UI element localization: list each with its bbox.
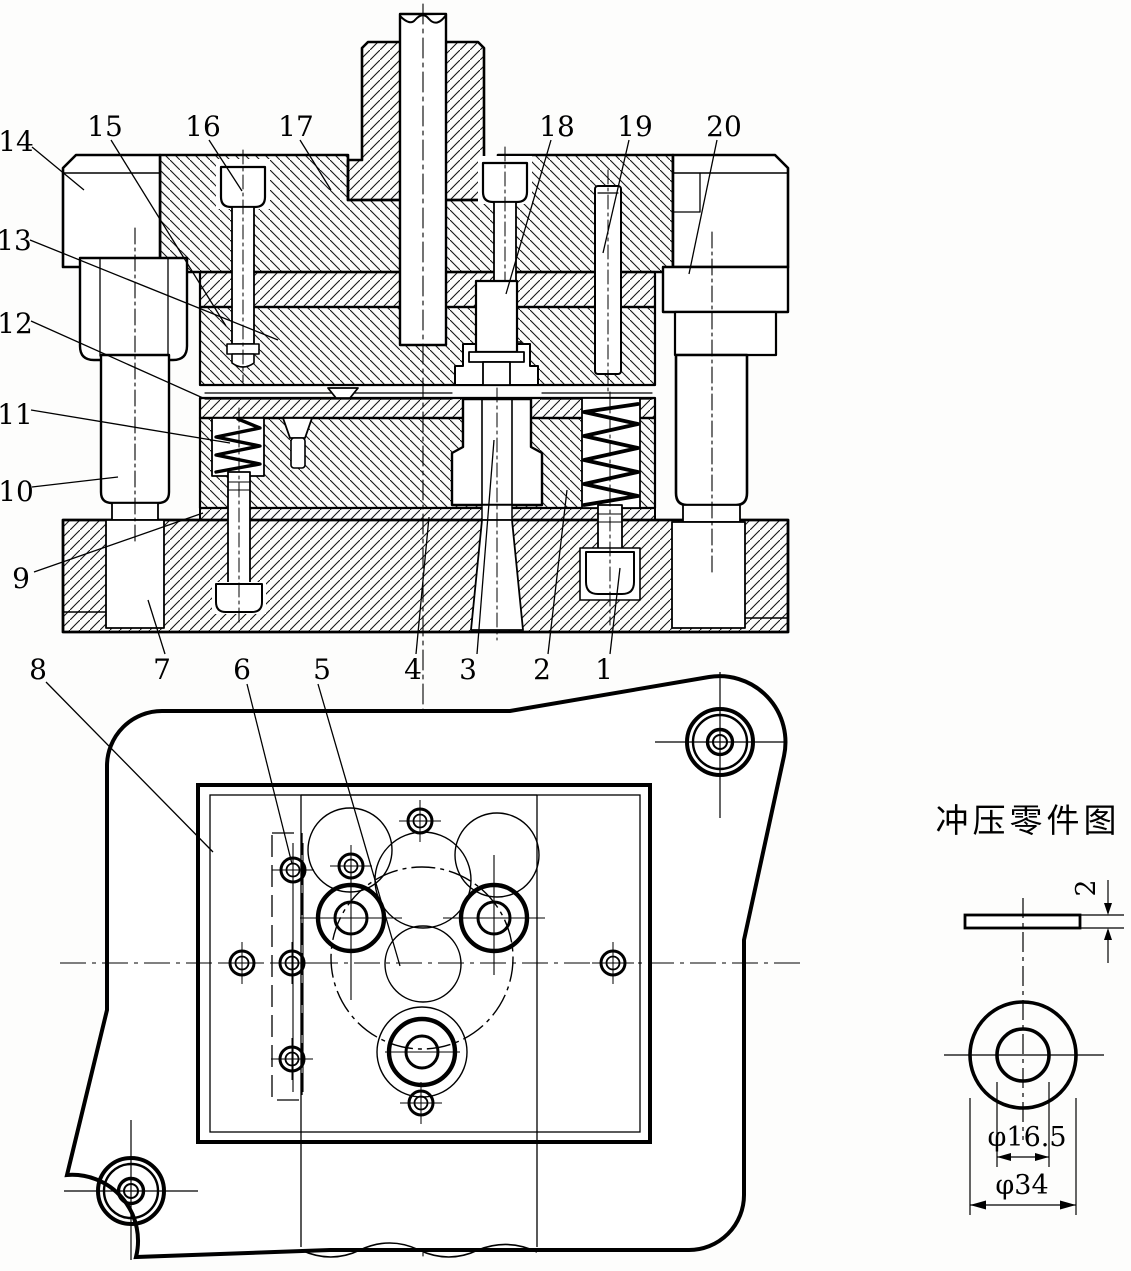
callout-20: 20 [706, 110, 742, 143]
spring-right-assembly [579, 391, 641, 626]
part-front-view [944, 898, 1104, 1215]
callout-2: 2 [533, 653, 551, 686]
guide-post-left [99, 227, 171, 629]
dowel-pin [594, 169, 622, 393]
right-clamp-block [671, 153, 790, 269]
screw-hole [330, 845, 372, 887]
callout-6: 6 [233, 653, 251, 686]
part-drawing: 冲压零件图 2 [936, 801, 1124, 1215]
callout-3: 3 [459, 653, 477, 686]
leader-line-7 [147, 599, 166, 655]
callout-18: 18 [539, 110, 575, 143]
stop-pin [282, 417, 313, 469]
screw-hole [271, 1038, 313, 1080]
leader-line-2 [547, 489, 568, 655]
callout-15: 15 [87, 110, 123, 143]
blank-outline-circle [330, 866, 514, 1050]
piercing-punch [468, 279, 525, 386]
callout-12: 12 [0, 307, 33, 340]
lower-shoe-outline [64, 674, 788, 1260]
leader-line-16 [208, 139, 243, 192]
leader-line-12 [30, 320, 204, 399]
station-circle-right [454, 812, 540, 898]
leader-line-9 [33, 512, 204, 573]
dim-thickness: 2 [1071, 879, 1102, 896]
leader-line-3 [476, 439, 495, 655]
leader-line-1 [609, 567, 621, 655]
dim-outer-diameter: φ34 [995, 1170, 1048, 1201]
left-clamp-block [61, 153, 162, 269]
leader-line-18 [505, 139, 552, 295]
die-opening-bottom [376, 1006, 468, 1098]
screw-hole [399, 800, 441, 842]
callout-19: 19 [617, 110, 653, 143]
leader-line-13 [29, 239, 279, 341]
callout-16: 16 [185, 110, 221, 143]
callout-11: 11 [0, 398, 33, 431]
callout-13: 13 [0, 224, 32, 257]
guide-post-right [671, 231, 749, 629]
compound-punch-die [450, 387, 544, 641]
die-plate [198, 416, 657, 510]
pilot-circle-center [384, 925, 462, 1003]
leader-line-15 [110, 139, 227, 327]
callout-1: 1 [595, 653, 613, 686]
guide-post-hole-bottom-left [64, 1120, 198, 1260]
leader-line-19 [602, 139, 630, 254]
callout-9: 9 [12, 562, 30, 595]
die-opening-right [443, 855, 545, 975]
leader-line-20 [688, 139, 718, 275]
station-circle-left [307, 807, 393, 893]
callout-10: 10 [0, 475, 34, 508]
leader-line-8 [45, 681, 214, 853]
leader-line-4 [415, 516, 430, 655]
guide-bushing-left [78, 256, 189, 362]
spring-left [214, 417, 262, 474]
lower-backing-plate [199, 507, 656, 521]
callout-17: 17 [278, 110, 314, 143]
section-view [61, 3, 790, 1257]
screw-hole [400, 1082, 442, 1124]
callout-7: 7 [153, 653, 171, 686]
leader-line-14 [31, 146, 85, 191]
part-drawing-title: 冲压零件图 [936, 801, 1121, 840]
dim-inner-diameter: φ16.5 [987, 1122, 1066, 1153]
leader-line-17 [299, 139, 332, 191]
cap-screw-left [216, 149, 270, 383]
callout-14: 14 [0, 125, 34, 158]
lower-die-shoe [61, 518, 790, 634]
leader-line-10 [31, 476, 119, 488]
countersunk-screw [327, 387, 359, 399]
guide-post-hole-top-right [655, 672, 786, 818]
plan-view [60, 672, 806, 1260]
guide-bushing-right [661, 265, 790, 357]
leader-line-5 [317, 683, 401, 967]
spring-left-assembly [211, 407, 266, 623]
callout-8: 8 [29, 653, 47, 686]
screw-hole [272, 849, 314, 891]
callout-5: 5 [313, 653, 331, 686]
spring-right [582, 402, 640, 507]
leader-line-6 [246, 683, 293, 865]
callout-4: 4 [404, 653, 422, 686]
leader-line-11 [30, 409, 231, 444]
